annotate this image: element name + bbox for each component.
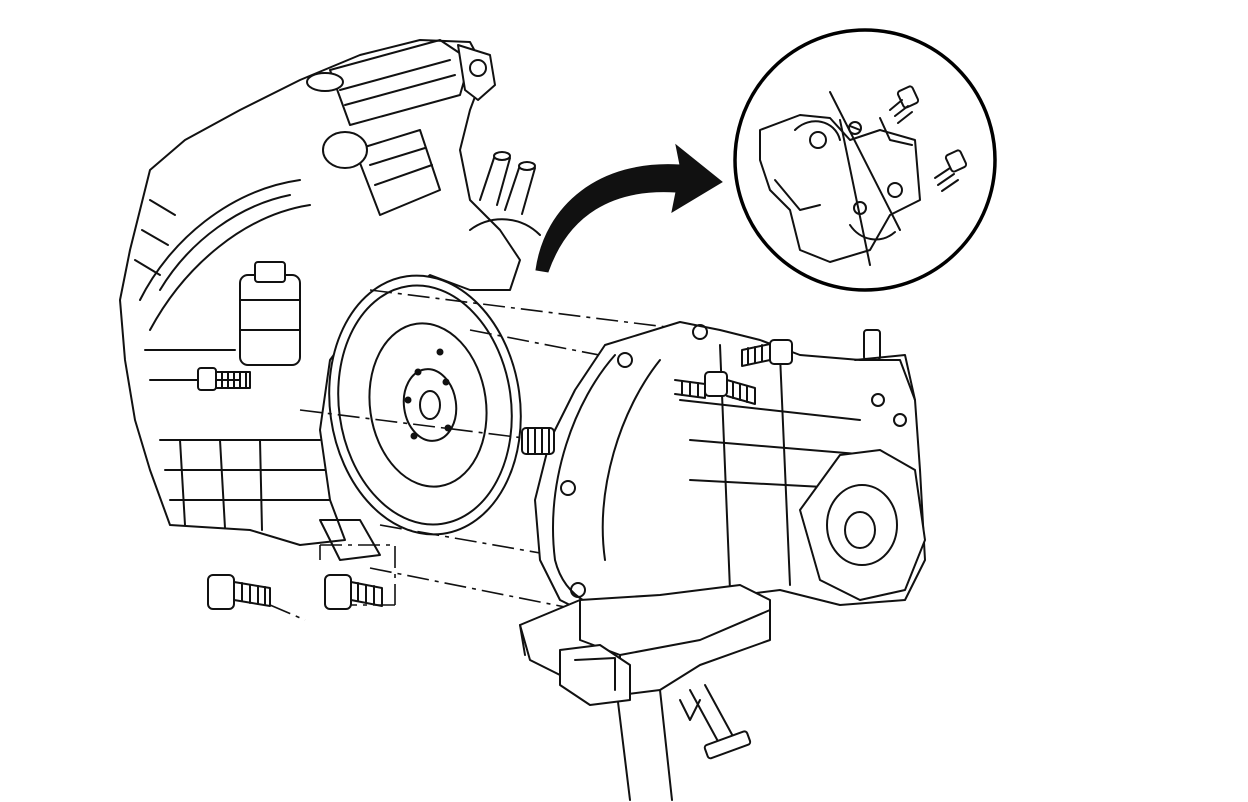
bolt-icon: [674, 339, 793, 405]
engine-block-icon: [119, 39, 541, 561]
bolt-icon: [197, 367, 251, 391]
transaxle-icon: [521, 321, 926, 633]
jack-stand-icon: [519, 584, 771, 801]
curved-arrow-icon: [535, 143, 723, 273]
alignment-lines: [269, 289, 691, 621]
magnified-detail-icon: [733, 28, 997, 292]
bolt-icon: [207, 574, 383, 610]
flywheel-icon: [328, 274, 522, 536]
